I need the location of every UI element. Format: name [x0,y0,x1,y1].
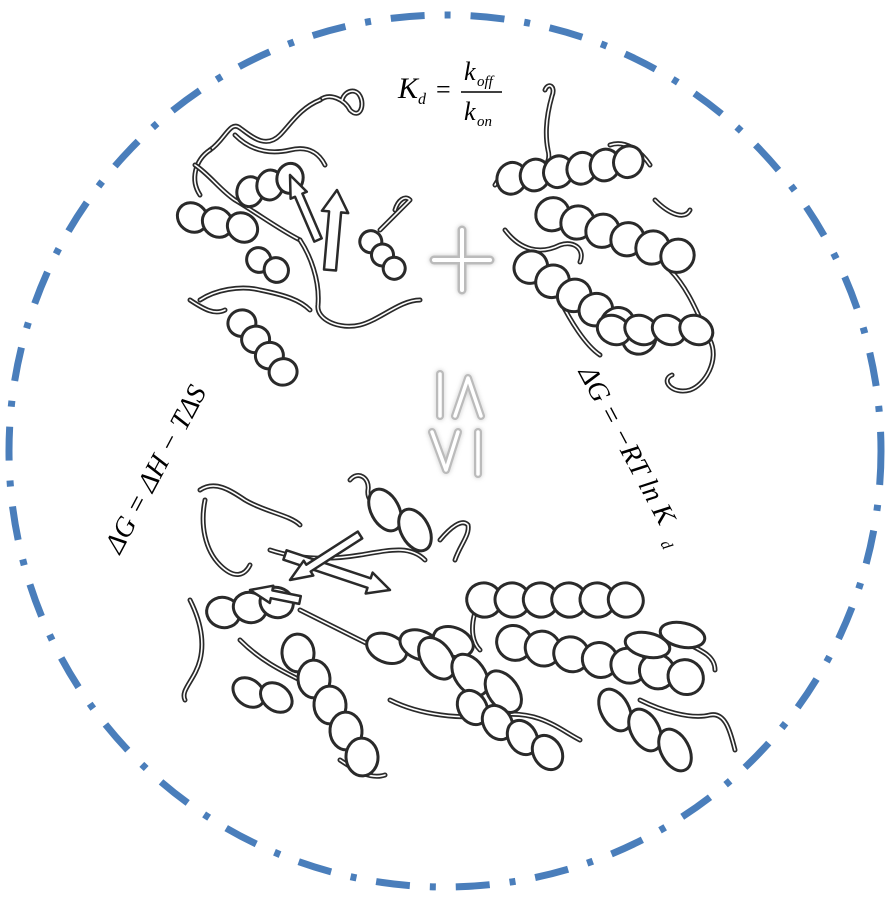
kd-denominator-sub: on [477,114,492,130]
coil-highlight [319,90,363,115]
protein-a-ribbon [175,88,423,387]
dash-dot-border-circle [5,11,885,891]
coil-segment [207,97,323,153]
coil-highlight [189,299,226,313]
kd-equation: K d = k off k on [397,57,502,130]
protein-complex-ribbon [181,473,738,779]
helix-turn [657,727,693,773]
coil-segment [181,597,205,703]
coil-highlight [202,499,251,576]
coil-segment [200,497,253,577]
helix-turn [612,144,645,180]
coil-highlight [199,485,301,526]
plus-symbol [429,225,495,295]
protein-b-ribbon [492,83,716,394]
helix-turn [678,313,715,347]
helix-turn [627,707,663,753]
helix-turn [262,256,290,284]
coil-highlight [439,521,470,561]
kd-lhs-sub: d [418,91,427,108]
helix-turn [397,507,433,553]
gibbs-right-pre: ΔG = −RT ln K [571,360,682,531]
beta-strand-arrow [288,530,364,582]
kd-equals: = [436,75,451,104]
coil-highlight [299,239,421,327]
coil-highlight [654,199,691,216]
helix-turn [483,669,523,714]
helix-turn [267,357,299,387]
helix-turn [659,237,696,274]
gibbs-right-sub: d [657,537,676,553]
kd-numerator-main: k [464,57,476,86]
equilibrium-symbol [428,370,485,478]
coil-highlight [666,269,715,392]
coil-segment [297,237,423,329]
beta-strand-arrow [320,188,350,272]
coil-highlight [194,149,211,196]
coil-highlight [209,99,321,151]
coil-highlight [504,229,582,263]
coil-highlight [639,699,736,751]
helix-turn [666,658,705,697]
beta-strand-arrow [248,584,303,606]
helix-turn [417,636,457,681]
coil-highlight [234,134,326,166]
helix-turn [381,255,407,281]
helix-turn [344,736,380,778]
gibbs-left-text: ΔG = ΔH − TΔS [98,380,213,559]
helix-turn [597,687,633,733]
kd-lhs-main: K [397,72,420,105]
coil-highlight [379,197,411,231]
helix-turn [450,652,490,698]
coil-highlight [183,599,203,701]
coil-highlight [199,287,311,311]
beta-strand-arrow [288,173,323,243]
helix-turn [623,630,672,660]
gibbs-enthalpy-equation: ΔG = ΔH − TΔS [98,380,213,559]
helix-turn [658,620,707,650]
coil-segment [317,88,365,116]
coil-highlight [239,639,301,681]
helix-turn [606,581,645,619]
helix-turn [365,631,409,665]
helix-turn [225,211,260,244]
coil-segment [232,132,328,168]
coil-highlight [194,164,301,241]
kd-numerator-sub: off [477,74,495,90]
helix-turn [530,733,565,772]
helix-turn [259,681,294,714]
kd-denominator-main: k [464,97,476,126]
coil-segment [197,483,303,528]
helix-turn [367,487,403,533]
